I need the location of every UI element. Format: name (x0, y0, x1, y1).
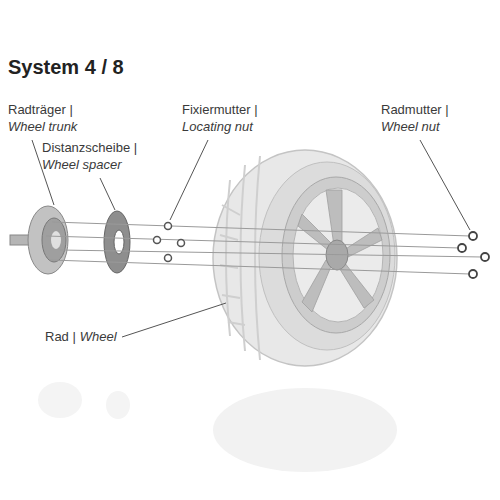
part-label: Rad | (45, 329, 76, 345)
leader-lines (32, 140, 470, 337)
part-label: Radmutter | (381, 102, 449, 118)
wheel-spacer (104, 211, 130, 273)
tire-tread (220, 156, 260, 360)
reflection (38, 382, 82, 418)
tire-sidewall (259, 162, 395, 350)
locating-nuts (154, 223, 185, 262)
wheel-hub-bore (51, 231, 61, 249)
title: System 4 / 8 (8, 55, 124, 79)
wheel-hub (28, 206, 68, 274)
part-label: Locating nut (182, 119, 253, 135)
part-label: Fixiermutter | (182, 102, 258, 118)
part-label: Wheel (80, 329, 117, 345)
part-label: Wheel nut (381, 119, 440, 135)
part-label: Distanzscheibe | (42, 140, 137, 156)
wheel-hub-face (42, 218, 66, 262)
wheel-nuts (458, 232, 489, 278)
part-label: Wheel trunk (8, 119, 77, 135)
reflection (106, 391, 130, 419)
part-label: Radträger | (8, 102, 73, 118)
part-label: Wheel spacer (42, 157, 121, 173)
tire (213, 150, 397, 366)
wheel-studs (46, 222, 482, 274)
rim-spokes (298, 190, 382, 312)
reflection (213, 388, 397, 472)
